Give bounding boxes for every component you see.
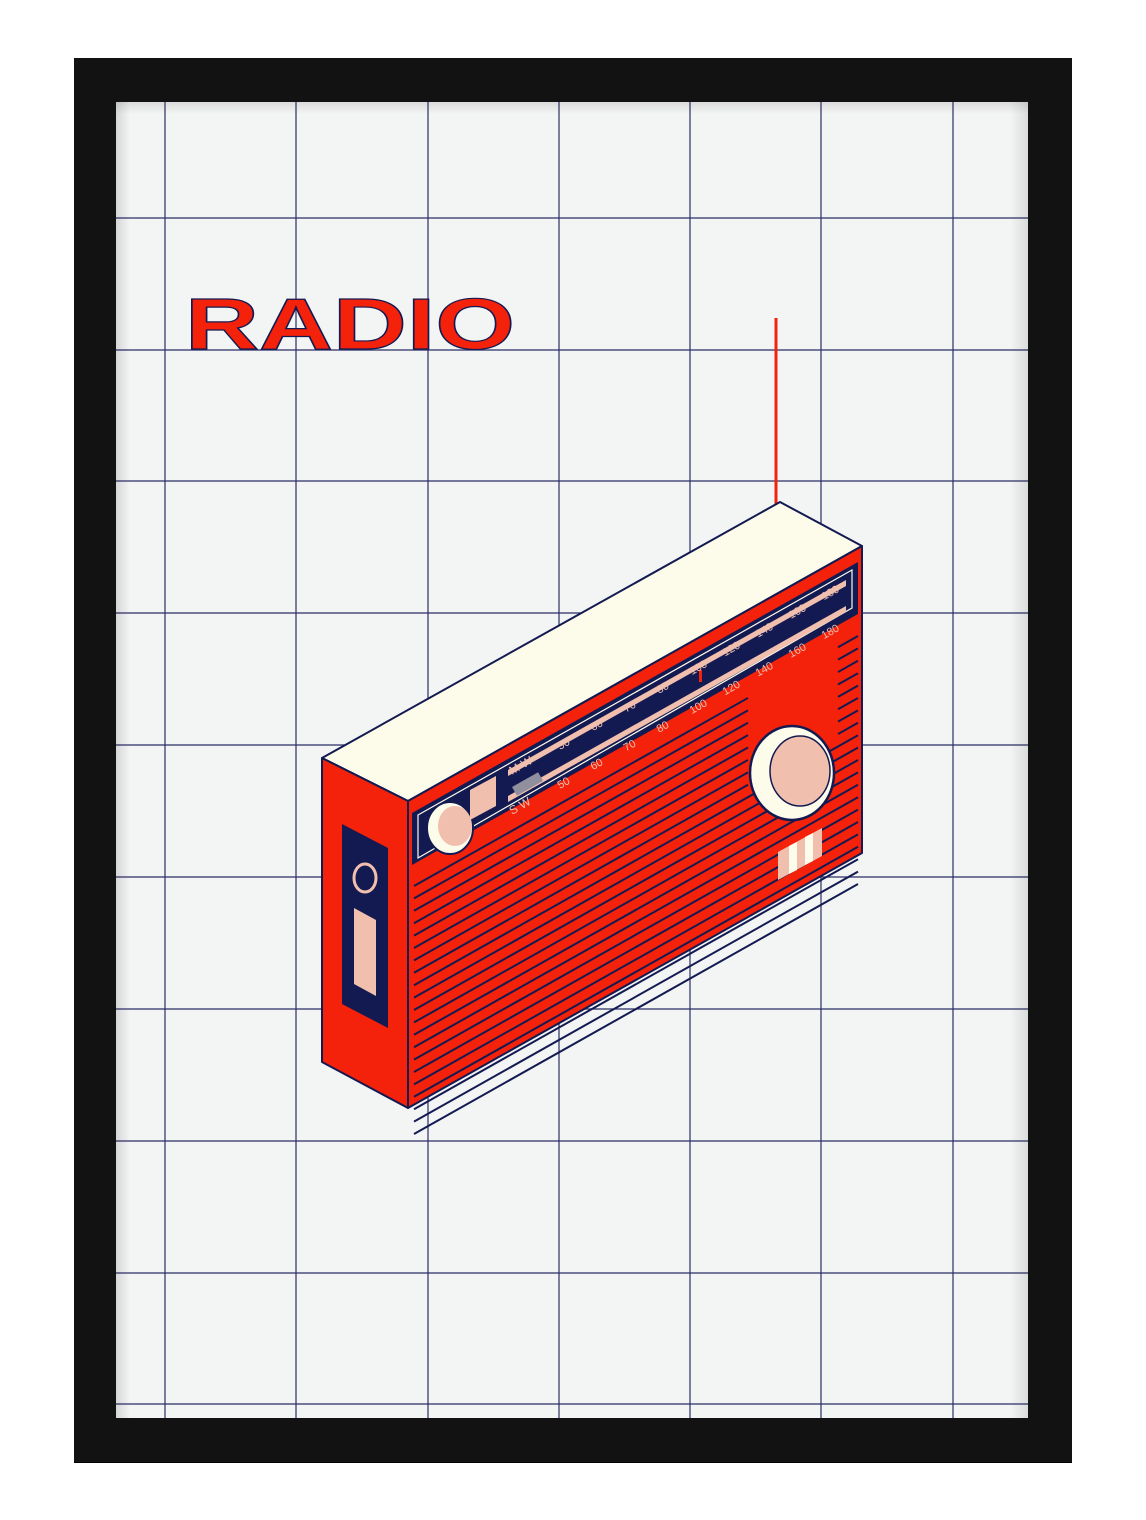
grille-line <box>413 783 749 974</box>
scale-number: 70 <box>622 699 639 715</box>
scale-number: 50 <box>556 775 573 791</box>
grille-line <box>413 709 749 900</box>
grille-line <box>413 746 749 937</box>
dial-window <box>417 568 853 860</box>
paper-shadow-right <box>1010 102 1028 1418</box>
scale-number: 50 <box>556 736 573 752</box>
scale-number: 80 <box>655 680 672 696</box>
poster-title: RADIO <box>185 285 515 365</box>
band-indicator <box>512 772 544 796</box>
scale-number: 70 <box>622 738 639 754</box>
grille-line <box>413 845 859 1098</box>
radio-front <box>407 545 863 1109</box>
grille-line <box>413 721 749 912</box>
grille-line <box>413 771 749 962</box>
grille-line <box>413 783 859 1036</box>
grille-line <box>837 659 859 673</box>
grille-line <box>837 697 859 711</box>
grille-line <box>837 709 859 723</box>
brand-badge <box>778 828 822 880</box>
grille-line <box>837 684 859 698</box>
speaker-grille <box>413 635 859 1135</box>
volume-slider[interactable] <box>354 908 376 996</box>
grille-line <box>413 883 859 1135</box>
knob-icon[interactable] <box>426 801 474 855</box>
grille-line <box>413 734 749 925</box>
selector-button[interactable] <box>470 776 496 820</box>
grille-line <box>413 759 749 949</box>
tuning-needle <box>699 670 702 682</box>
scale-tracks <box>508 580 846 802</box>
grille-line <box>413 870 859 1123</box>
grille-line <box>837 635 859 649</box>
scale-number: 60 <box>589 717 606 733</box>
tuning-knob[interactable] <box>748 724 836 822</box>
scale-number: 80 <box>655 719 672 735</box>
grille-line <box>837 721 859 735</box>
grille-line <box>837 672 859 686</box>
scale-number: 60 <box>589 756 606 772</box>
grille-line <box>837 647 859 661</box>
grille-line <box>413 796 859 1049</box>
switch-icon[interactable] <box>352 862 378 894</box>
grille-line <box>413 858 859 1111</box>
grille-line <box>413 697 749 887</box>
